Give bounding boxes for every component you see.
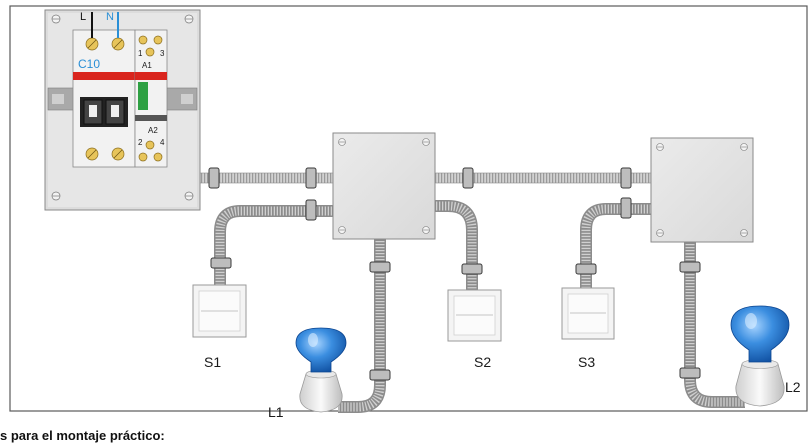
terminal-label-a2: A2 [148,126,158,135]
conduit-clamp-icon [208,167,701,381]
label-s1: S1 [204,354,221,370]
lamp-l2 [730,305,790,407]
switch-s2 [447,289,502,342]
switch-s1 [192,284,247,338]
label-wire-l: L [80,11,86,23]
terminal-label-1: 1 [138,49,143,58]
circuit-breaker [72,29,136,168]
junction-box-2 [650,137,754,243]
terminal-label-a1: A1 [142,61,152,70]
distribution-panel: L N C10 1 3 A1 A2 2 4 [44,9,201,211]
breaker-rating-label: C10 [78,57,100,71]
label-wire-n: N [106,11,114,23]
switch-s3 [561,287,615,340]
label-l1: L1 [268,404,284,420]
label-l2: L2 [785,379,801,395]
terminal-label-4: 4 [160,138,165,147]
panel-screw-icon [51,14,194,201]
terminal-label-2: 2 [138,138,143,147]
label-s2: S2 [474,354,491,370]
terminal-label-3: 3 [160,49,165,58]
label-s3: S3 [578,354,595,370]
lamp-l1 [295,327,347,413]
junction-box-1 [332,132,436,240]
caption-text: s para el montaje práctico: [0,428,165,443]
